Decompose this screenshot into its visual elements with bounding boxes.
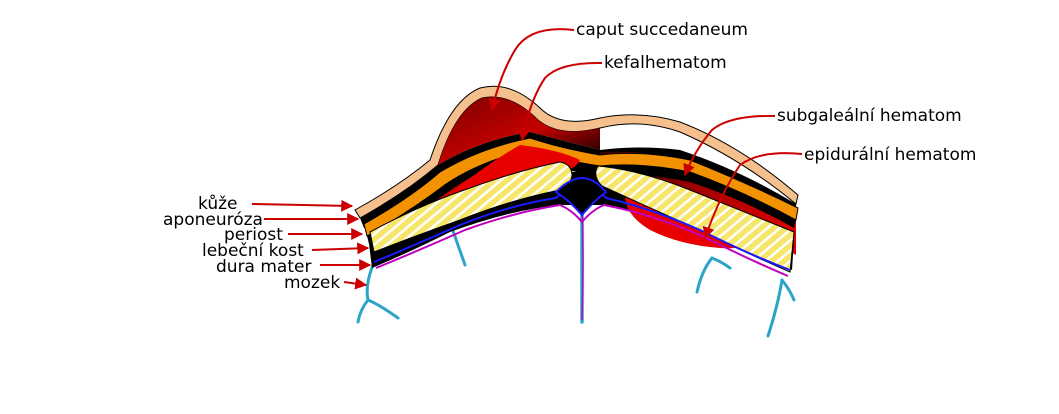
pointer-arrows	[251, 28, 803, 290]
label-aponeuroza: aponeuróza	[163, 210, 263, 230]
label-dura-mater: dura mater	[216, 257, 311, 277]
arrow-kefalhematom	[518, 61, 603, 142]
label-kefalhematom: kefalhematom	[604, 53, 727, 73]
arrow-mozek	[343, 277, 368, 290]
skull-bone-left	[369, 161, 573, 253]
label-subgalealni-hematom: subgaleální hematom	[777, 106, 962, 126]
arrow-subgalealni-hematom	[683, 114, 776, 177]
label-mozek: mozek	[284, 273, 340, 293]
arrow-caput-succedaneum	[488, 28, 575, 112]
label-caput-succedaneum: caput succedaneum	[576, 20, 748, 40]
label-epiduralni-hematom: epidurální hematom	[804, 145, 976, 165]
brain-surface-line	[375, 203, 789, 277]
label-kuze: kůže	[198, 194, 237, 214]
falx-line	[581, 204, 584, 321]
arrow-epiduralni-hematom	[702, 152, 803, 240]
dura-sinus	[554, 176, 608, 217]
arrow-lebecni-kost	[311, 242, 370, 255]
label-periost: periost	[224, 225, 283, 245]
labels: caput succedaneum kefalhematom subgaleál…	[163, 20, 976, 293]
arrow-kuze	[251, 199, 354, 212]
label-lebecni-kost: lebeční kost	[202, 241, 304, 261]
scalp-layer	[360, 132, 796, 228]
